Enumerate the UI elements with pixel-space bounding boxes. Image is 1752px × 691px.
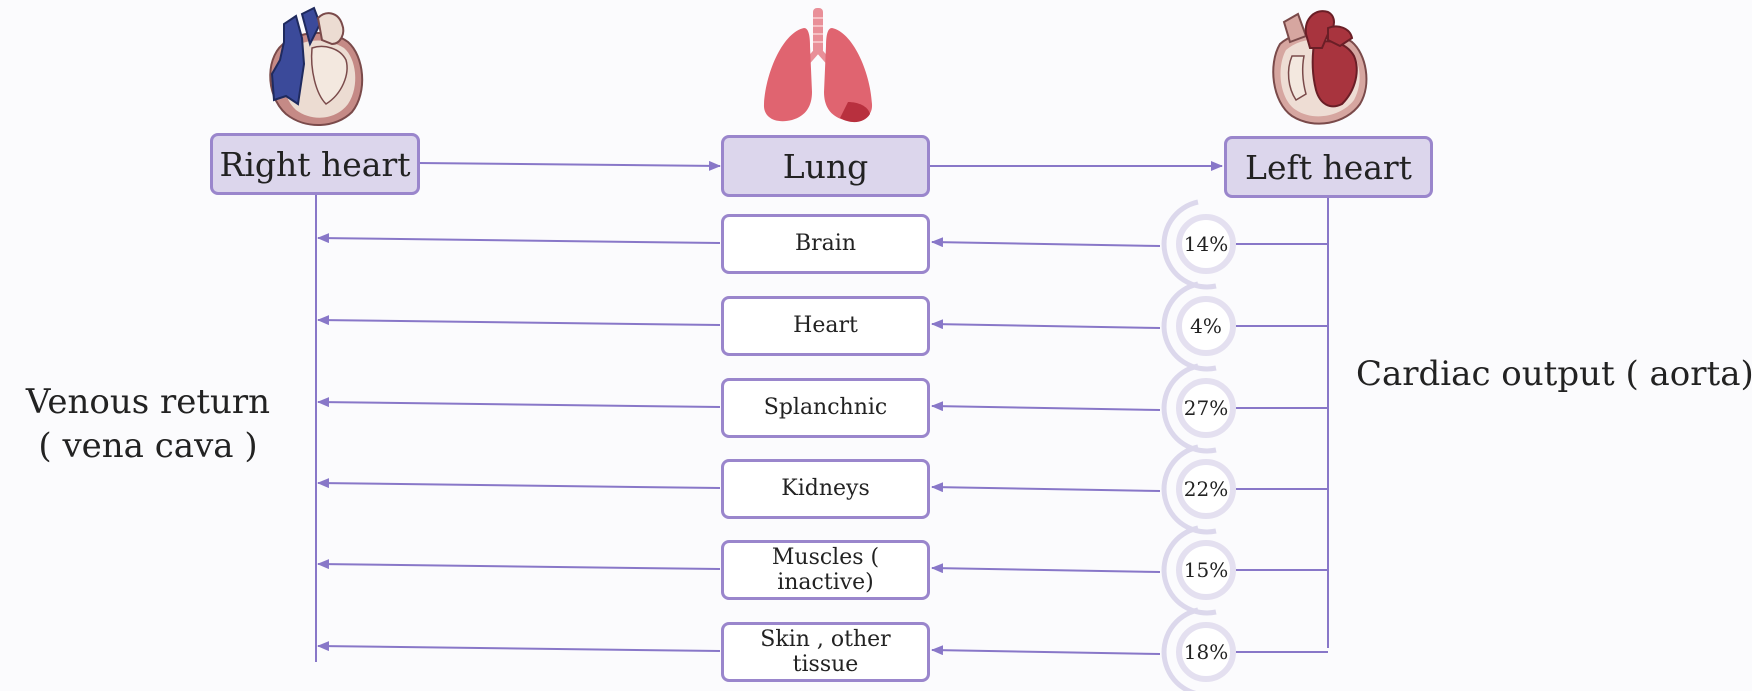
organ-label: Brain: [795, 231, 856, 256]
venous-return-line2: ( vena cava ): [8, 424, 288, 468]
organ-label: Muscles ( inactive): [730, 545, 921, 596]
cardiac-output-label: Cardiac output ( aorta): [1356, 352, 1746, 396]
arterial-arrow: [932, 650, 1160, 654]
venous-return-line1: Venous return: [8, 380, 288, 424]
cardiac-output-text: Cardiac output ( aorta): [1356, 354, 1752, 394]
right-heart-to-lung-arrow: [418, 163, 720, 166]
organ-label: Heart: [793, 313, 858, 338]
percentage-value: 18%: [1184, 640, 1228, 664]
arterial-arrow: [932, 568, 1160, 572]
percentage-badge: 14%: [1176, 214, 1236, 274]
percentage-badge: 18%: [1176, 622, 1236, 682]
percentage-value: 15%: [1184, 558, 1228, 582]
left-heart-icon: [1262, 4, 1372, 129]
lung-label: Lung: [783, 147, 869, 186]
percentage-badge: 15%: [1176, 540, 1236, 600]
right-heart-icon: [256, 4, 366, 129]
venous-arrow: [318, 402, 720, 407]
venous-arrow: [318, 320, 720, 325]
venous-arrow: [318, 564, 720, 569]
venous-arrow: [318, 646, 720, 651]
right-heart-node: Right heart: [210, 133, 420, 195]
percentage-badge: 4%: [1176, 296, 1236, 356]
venous-return-label: Venous return ( vena cava ): [8, 380, 288, 468]
organ-box: Skin , other tissue: [721, 622, 930, 682]
arterial-arrow: [932, 324, 1160, 328]
venous-arrow: [318, 238, 720, 243]
organ-box: Kidneys: [721, 459, 930, 519]
left-heart-label: Left heart: [1245, 148, 1412, 187]
organ-box: Brain: [721, 214, 930, 274]
percentage-badge: 27%: [1176, 378, 1236, 438]
organ-box: Heart: [721, 296, 930, 356]
organ-label: Kidneys: [781, 476, 869, 501]
percentage-value: 22%: [1184, 477, 1228, 501]
organ-label: Skin , other tissue: [730, 627, 921, 678]
percentage-badge: 22%: [1176, 459, 1236, 519]
percentage-value: 4%: [1190, 314, 1222, 338]
arterial-arrow: [932, 487, 1160, 491]
lung-icon: [758, 6, 878, 126]
arterial-arrow: [932, 406, 1160, 410]
left-heart-node: Left heart: [1224, 136, 1433, 198]
organ-box: Splanchnic: [721, 378, 930, 438]
lung-node: Lung: [721, 135, 930, 197]
arterial-arrow: [932, 242, 1160, 246]
percentage-value: 27%: [1184, 396, 1228, 420]
venous-arrow: [318, 483, 720, 488]
percentage-value: 14%: [1184, 232, 1228, 256]
right-heart-label: Right heart: [219, 145, 410, 184]
organ-box: Muscles ( inactive): [721, 540, 930, 600]
organ-label: Splanchnic: [764, 395, 888, 420]
